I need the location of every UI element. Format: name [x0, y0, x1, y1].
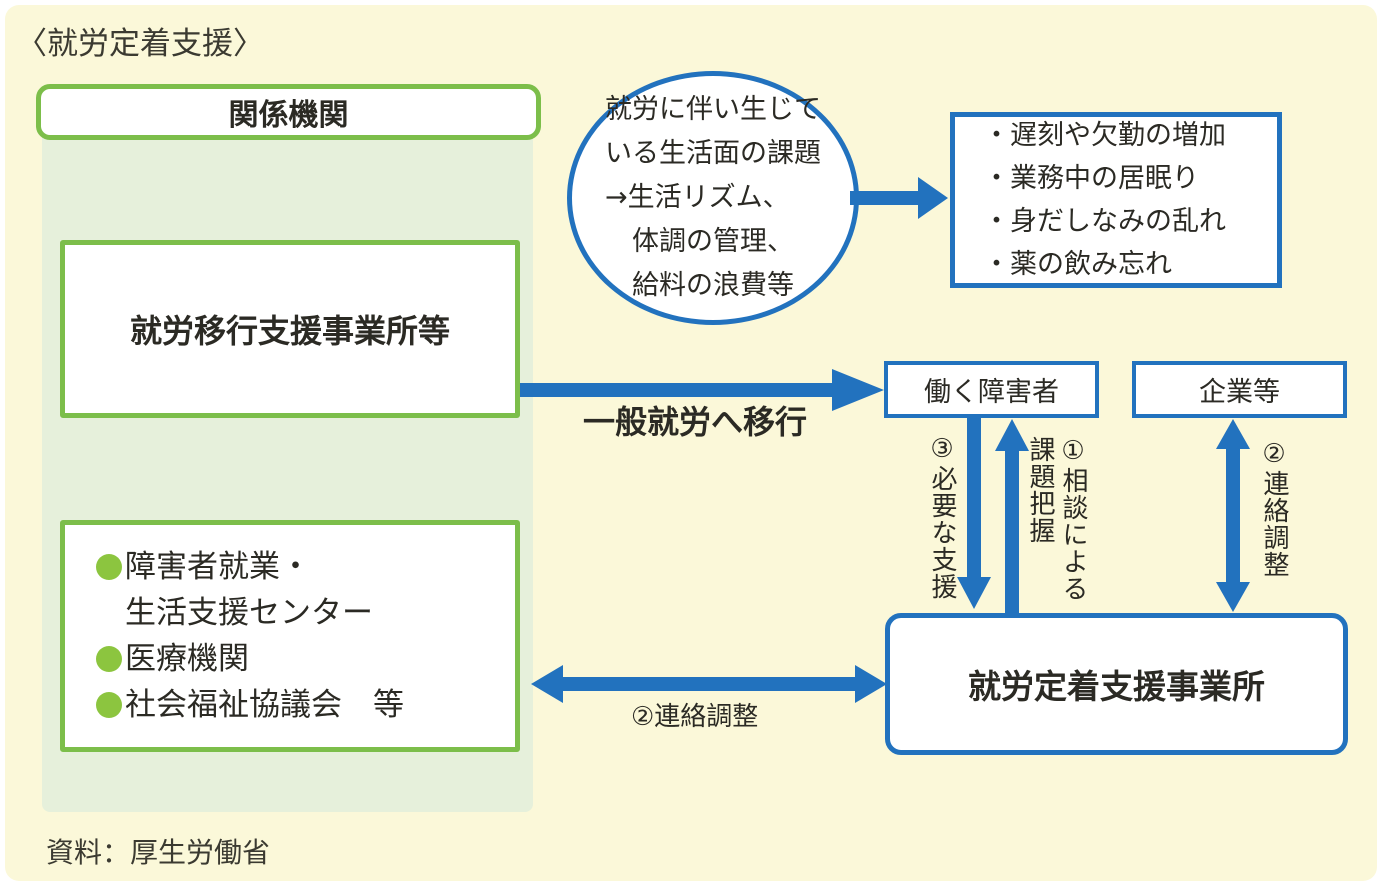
settlement-office-label: 就労定着支援事業所: [968, 667, 1265, 706]
workplace-issues-box: ・遅刻や欠勤の増加 ・業務中の居眠り ・身だしなみの乱れ ・薬の飲み忘れ: [950, 112, 1282, 288]
support-orgs-box: 障害者就業・ 生活支援センター 医療機関 社会福祉協議会 等: [60, 520, 520, 752]
arrowhead-right-icon: [855, 665, 887, 703]
needed-support-label: ③必要な支援: [927, 434, 957, 600]
issue-item: ・遅刻や欠勤の増加: [983, 120, 1226, 151]
bullet-icon: [96, 554, 122, 580]
transition-arrow-label: 一般就労へ移行: [583, 403, 808, 441]
list-item: 社会福祉協議会 等: [96, 682, 404, 728]
source-note: 資料：厚生労働省: [46, 836, 271, 869]
bullet-icon: [96, 646, 122, 672]
list-item: 医療機関: [96, 636, 249, 682]
arrow-orgs-coordination: [561, 677, 859, 691]
company-label: 企業等: [1199, 377, 1280, 408]
orgs-coordination-label: ②連絡調整: [631, 702, 759, 732]
bullet-icon: [96, 692, 122, 718]
arrowhead-left-icon: [531, 665, 563, 703]
org-label: 社会福祉協議会 等: [125, 687, 404, 723]
arrowhead-up-icon: [995, 419, 1029, 451]
settlement-office-box: 就労定着支援事業所: [885, 613, 1348, 755]
worker-label: 働く障害者: [924, 377, 1059, 408]
arrowhead-right-icon: [832, 369, 884, 411]
page-title: 〈就労定着支援〉: [16, 26, 264, 62]
list-item: 障害者就業・ 生活支援センター: [96, 544, 373, 636]
related-orgs-header: 関係機関: [36, 84, 541, 140]
transition-office-box: 就労移行支援事業所等: [60, 240, 520, 418]
arrow-needed-support-down: [967, 417, 981, 579]
arrowhead-down-icon: [1216, 582, 1250, 612]
issue-item: ・薬の飲み忘れ: [983, 249, 1172, 280]
org-label: 医療機関: [125, 641, 249, 677]
arrowhead-down-icon: [957, 577, 991, 609]
org-label: 障害者就業・ 生活支援センター: [125, 549, 373, 631]
arrow-transition-to-work: [520, 383, 834, 397]
arrowhead-up-icon: [1216, 419, 1250, 449]
arrow-ellipse-to-issues: [850, 191, 920, 205]
consultation-label: ①相談による課題把握: [1025, 436, 1088, 602]
company-box: 企業等: [1132, 361, 1347, 418]
arrow-company-coordination: [1226, 447, 1240, 584]
company-coordination-label: ②連絡調整: [1259, 439, 1289, 578]
arrow-consultation-up: [1005, 449, 1019, 614]
arrowhead-right-icon: [918, 177, 948, 219]
related-orgs-header-label: 関係機関: [228, 98, 349, 133]
life-issues-text: 就労に伴い生じて いる生活面の課題 →生活リズム、 体調の管理、 給料の浪費等: [605, 94, 821, 301]
life-issues-ellipse: 就労に伴い生じて いる生活面の課題 →生活リズム、 体調の管理、 給料の浪費等: [567, 71, 859, 325]
transition-office-label: 就労移行支援事業所等: [129, 312, 450, 350]
issue-item: ・身だしなみの乱れ: [983, 206, 1226, 237]
issue-item: ・業務中の居眠り: [983, 163, 1199, 194]
worker-box: 働く障害者: [884, 361, 1099, 418]
